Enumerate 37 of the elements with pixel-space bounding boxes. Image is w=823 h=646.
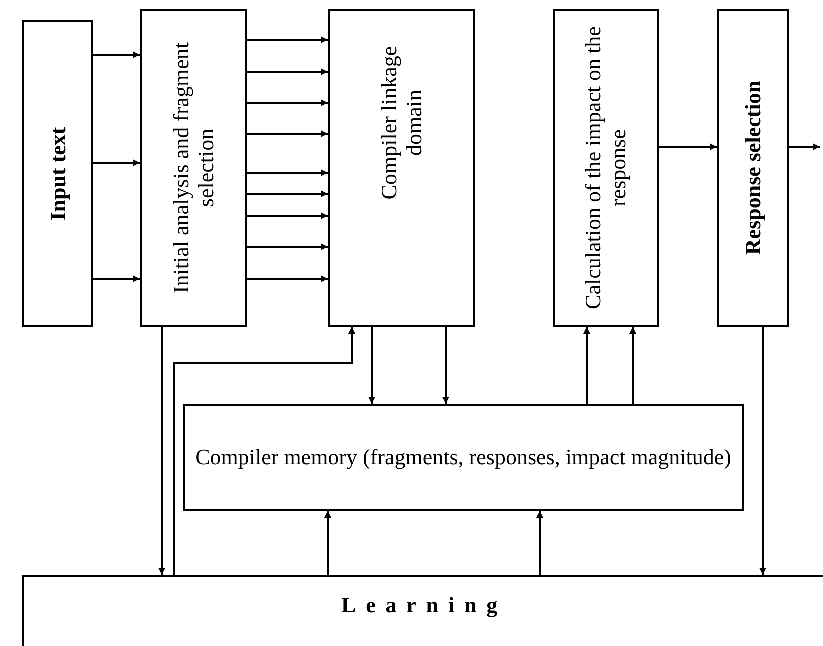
box-label: Learning: [340, 592, 508, 620]
arrow: [93, 160, 140, 166]
box-label: Calculation of the impact on the response: [580, 26, 632, 312]
arrow: [247, 68, 328, 76]
arrow: [247, 190, 328, 198]
arrow: [247, 276, 328, 282]
arrow: [93, 276, 140, 282]
process-box: [328, 9, 475, 327]
arrow: [247, 212, 328, 220]
box-label: Input text: [44, 126, 70, 222]
arrow: [789, 144, 820, 150]
arrow: [247, 170, 328, 176]
arrow: [584, 327, 590, 404]
memory-box: [183, 404, 744, 511]
arrow: [158, 327, 166, 575]
arrow: [247, 100, 328, 106]
input-box: [22, 20, 93, 327]
arrow: [324, 511, 332, 575]
arrow: [247, 130, 328, 138]
arrow: [173, 327, 356, 575]
arrow: [247, 36, 328, 44]
arrow: [442, 327, 450, 404]
learning-box: [22, 575, 823, 646]
arrow: [536, 511, 544, 575]
arrow: [659, 144, 717, 150]
process-box: [553, 9, 659, 327]
arrow: [630, 327, 636, 404]
arrow: [247, 244, 328, 250]
box-label: Response selection: [740, 80, 766, 258]
process-box: [717, 9, 789, 327]
process-box: [140, 9, 247, 327]
box-label: Initial analysis and fragment selection: [168, 41, 219, 296]
box-label: Compiler linkage domain: [376, 45, 427, 202]
box-label: Compiler memory (fragments, responses, impact magnitude): [194, 443, 732, 472]
arrow: [760, 327, 766, 575]
arrow: [368, 327, 376, 404]
arrow: [93, 52, 140, 58]
